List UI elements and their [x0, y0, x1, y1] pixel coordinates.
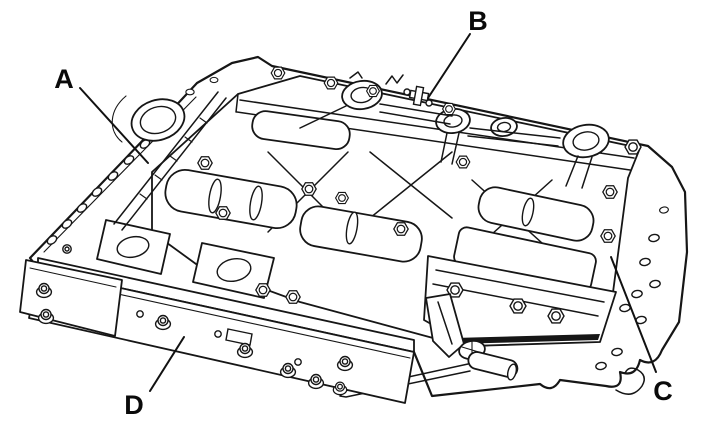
valve-cylinder [299, 205, 423, 263]
bore-ring-left [111, 95, 186, 143]
callout-a-label: A [54, 64, 74, 94]
callout-d: D [124, 336, 185, 420]
hex-bolt [301, 182, 317, 196]
lever-bracket [425, 293, 465, 358]
callout-d-label: D [124, 390, 144, 420]
callout-b-label: B [468, 6, 488, 36]
valve-body-assembly [96, 66, 642, 349]
callouts: A B C D [54, 6, 673, 420]
hex-bolt [366, 84, 380, 98]
cover-hole [136, 310, 144, 318]
cover-bolts [35, 282, 354, 396]
callout-c-leader [610, 256, 657, 373]
hex-bolt [393, 222, 409, 236]
edge-bolt [62, 244, 72, 254]
hex-bolt [602, 185, 618, 199]
hex-bolt [285, 290, 301, 304]
manual-valve-rod [113, 91, 227, 231]
callout-c: C [610, 256, 673, 406]
hex-bolt [335, 191, 349, 205]
base-plate-corner-curl [615, 367, 645, 395]
callout-c-label: C [653, 376, 673, 406]
hex-bolt [255, 283, 271, 297]
cover-hole [294, 358, 302, 366]
hex-bolt [547, 308, 565, 324]
callout-b: B [427, 6, 488, 99]
callout-d-leader [149, 336, 185, 392]
callout-a-leader [79, 87, 149, 164]
cover-hole [214, 330, 222, 338]
bore-pads [96, 219, 275, 299]
hex-bolt [624, 139, 642, 155]
valve-cylinders [164, 110, 597, 292]
hex-bolt [455, 155, 471, 169]
hex-bolt [323, 76, 339, 90]
mounting-hole [185, 88, 195, 96]
linkage-bars [299, 71, 561, 147]
hex-bolt [600, 229, 616, 243]
hex-bolt [197, 156, 213, 170]
hex-bolt [215, 206, 231, 220]
hex-bolt [509, 298, 527, 314]
valve-cylinder [164, 168, 298, 230]
callout-b-leader [427, 33, 471, 99]
mounting-hole [209, 76, 219, 84]
callout-a: A [54, 64, 149, 164]
valve-cylinder [251, 110, 351, 151]
hex-bolt [270, 66, 286, 80]
roller-pin [467, 351, 519, 378]
cover-notch [225, 328, 253, 346]
valve-cylinder [477, 186, 595, 242]
front-cover-plate [19, 257, 415, 404]
hex-bolt [442, 102, 456, 116]
